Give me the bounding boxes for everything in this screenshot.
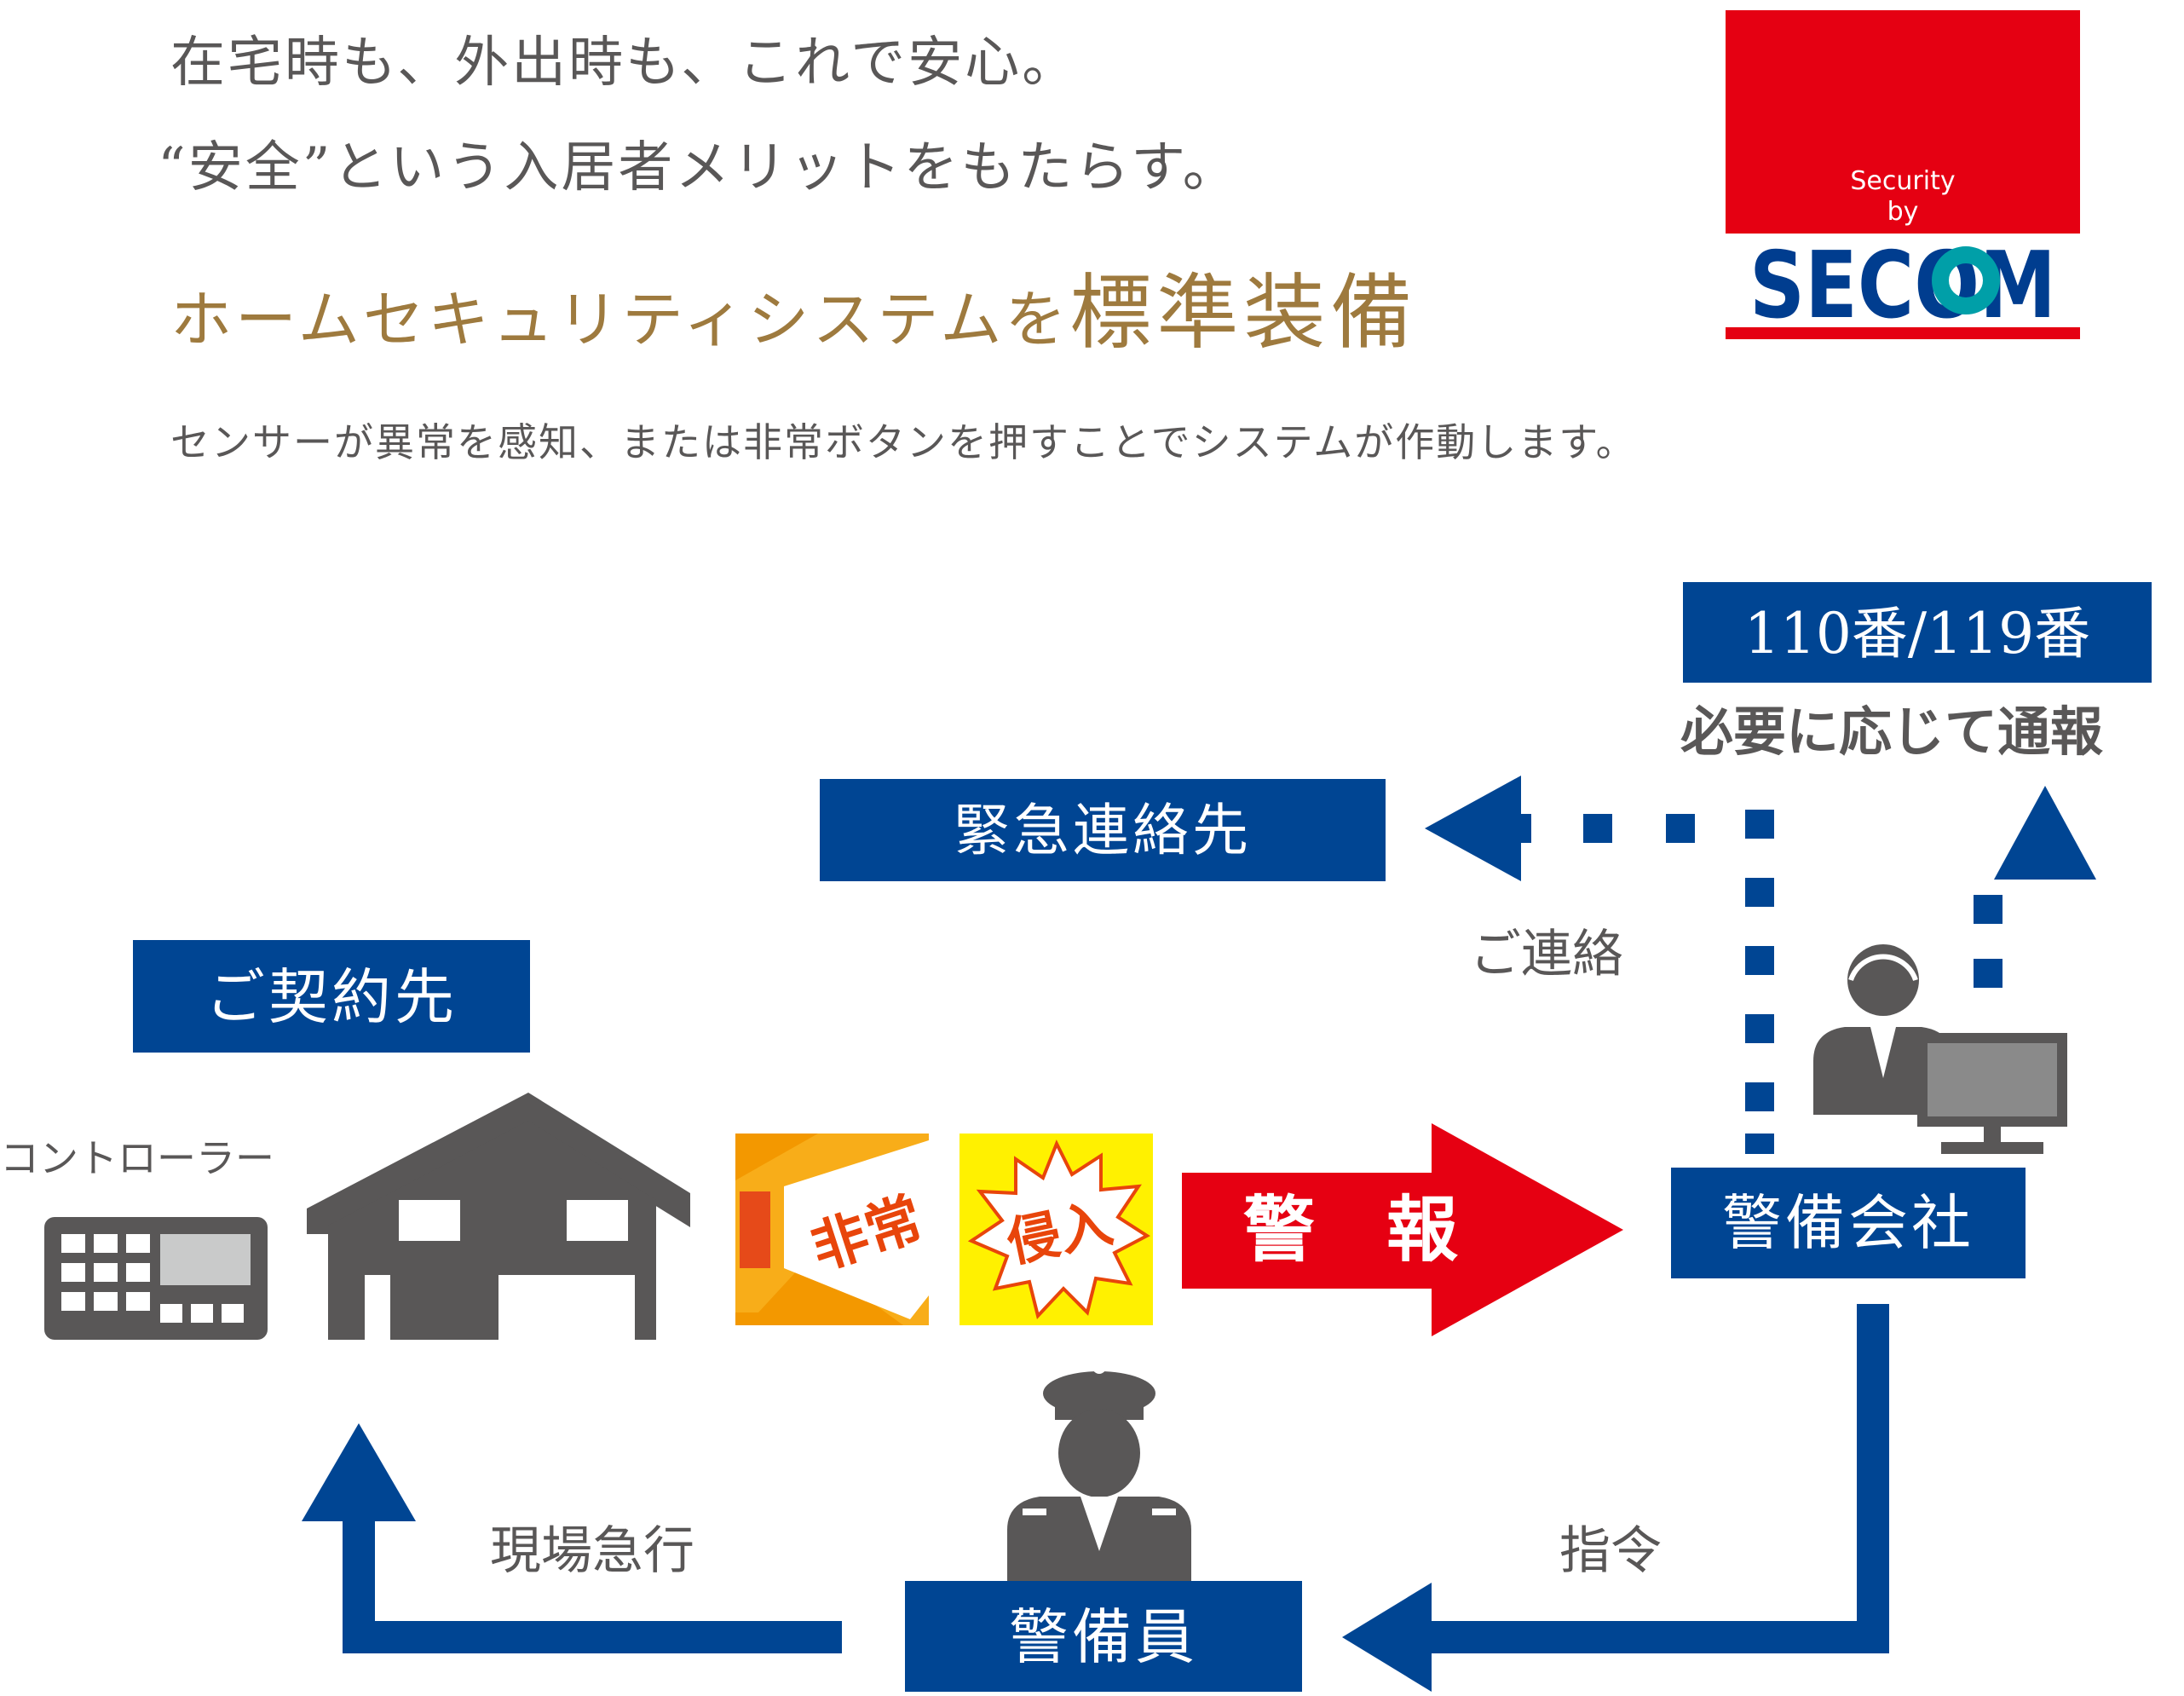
house-icon bbox=[307, 1093, 690, 1340]
emergency-contact-box: 緊急連絡先 bbox=[820, 779, 1386, 881]
as-needed-label: 必要に応じて通報 bbox=[1680, 701, 2103, 763]
house-garage bbox=[498, 1275, 635, 1340]
dispatch-arrow bbox=[302, 1423, 842, 1653]
emergency-contact-label: 緊急連絡先 bbox=[954, 798, 1252, 863]
emergency-badge: 非常 bbox=[735, 1134, 931, 1325]
police-fire-label: 110番/119番 bbox=[1744, 601, 2090, 666]
headline-small: ホームセキュリティシステムを bbox=[170, 284, 1069, 355]
house-window-left bbox=[399, 1200, 460, 1241]
contractor-label: ご契約先 bbox=[205, 962, 458, 1032]
logo-brand-text: SECOM bbox=[1749, 233, 2056, 339]
subtitle: センサーが異常を感知、または非常ボタンを押すことでシステムが作動します。 bbox=[170, 419, 1637, 465]
controller-icon bbox=[44, 1217, 268, 1340]
command-label: 指令 bbox=[1559, 1521, 1662, 1581]
guard-box: 警備員 bbox=[905, 1581, 1302, 1692]
house-window-right bbox=[567, 1200, 628, 1241]
emergency-arrow-shape bbox=[784, 1140, 929, 1319]
headline-large: 標準装備 bbox=[1069, 265, 1417, 361]
logo-security-text: Security bbox=[1850, 166, 1955, 196]
logo-red-panel bbox=[1726, 10, 2080, 234]
logo-red-stripe bbox=[1726, 327, 2080, 339]
operator-icon bbox=[1813, 944, 2067, 1154]
logo-o-ring bbox=[1932, 246, 2000, 314]
alarm-label: 警 報 bbox=[1243, 1187, 1458, 1272]
contact-arrow bbox=[1425, 776, 1774, 1154]
intrusion-burst-shape bbox=[967, 1139, 1150, 1320]
report-arrow bbox=[1974, 786, 2096, 988]
police-fire-box: 110番/119番 bbox=[1683, 582, 2152, 683]
dispatch-arrowhead bbox=[302, 1423, 416, 1521]
secom-logo: Security by SECOM bbox=[1726, 10, 2080, 339]
report-arrowhead bbox=[1994, 786, 2096, 880]
contact-label: ご連絡 bbox=[1470, 925, 1623, 984]
house-door bbox=[365, 1275, 390, 1340]
dispatch-label: 現場急行 bbox=[490, 1521, 694, 1581]
command-arrow bbox=[1342, 1304, 1889, 1692]
security-company-label: 警備会社 bbox=[1722, 1188, 1974, 1258]
guard-icon bbox=[1007, 1360, 1191, 1581]
intrusion-badge: 侵入 bbox=[959, 1134, 1153, 1325]
emergency-button-icon bbox=[740, 1191, 770, 1268]
controller-label: コントローラー bbox=[0, 1135, 274, 1181]
security-company-box: 警備会社 bbox=[1671, 1168, 2026, 1278]
logo-by-text: by bbox=[1887, 197, 1919, 227]
guard-label: 警備員 bbox=[1009, 1602, 1198, 1672]
command-arrowhead bbox=[1342, 1583, 1432, 1692]
headline: ホームセキュリティシステムを標準装備 bbox=[170, 265, 1417, 361]
contractor-box: ご契約先 bbox=[133, 940, 530, 1053]
logo-white-band bbox=[1726, 234, 2080, 327]
contact-arrowhead bbox=[1425, 776, 1521, 881]
intro-line-2: “安全”という入居者メリットをもたらす。 bbox=[158, 136, 1240, 199]
intro-line-1: 在宅時も、外出時も、これで安心。 bbox=[170, 32, 1079, 95]
alarm-arrow: 警 報 bbox=[1182, 1123, 1623, 1336]
